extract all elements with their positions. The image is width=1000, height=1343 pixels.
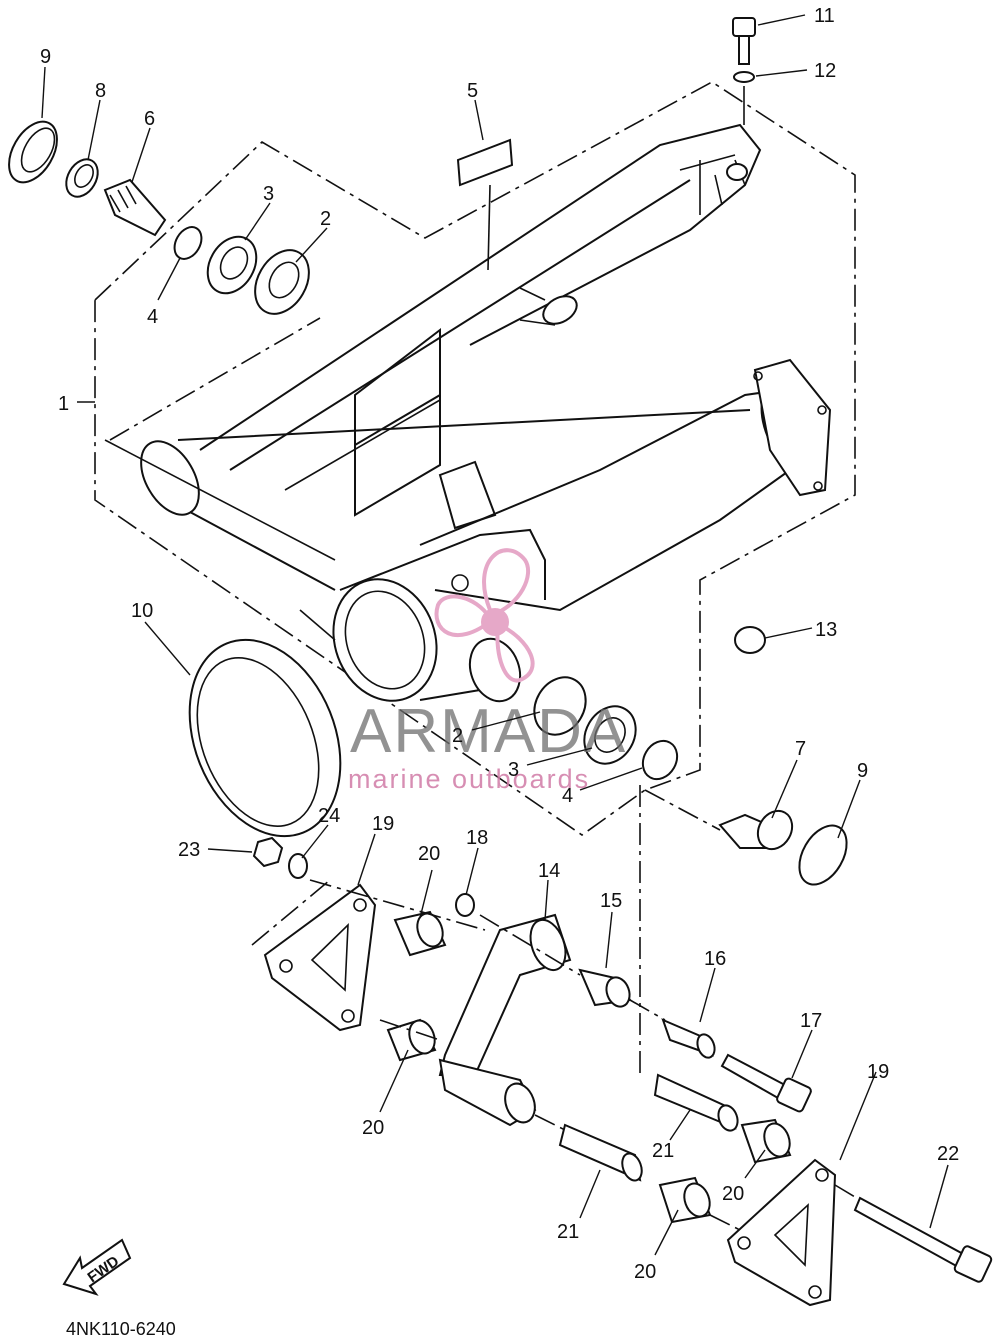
- callout-1: 1: [58, 393, 69, 415]
- callout-20: 20: [418, 843, 440, 865]
- callout-4: 4: [147, 306, 158, 328]
- part-10-ring: [188, 638, 342, 838]
- callout-6: 6: [144, 108, 155, 130]
- watermark-subtitle: marine outboards: [348, 764, 590, 794]
- swingarm: [104, 123, 832, 703]
- part-5-plate: [456, 138, 514, 271]
- callout-13: 13: [815, 619, 837, 641]
- propeller-logo: [434, 548, 535, 683]
- callout-22: 22: [937, 1143, 959, 1165]
- callout-18: 18: [466, 827, 488, 849]
- callout-5: 5: [467, 80, 478, 102]
- callout-2: 2: [452, 725, 463, 747]
- callout-14: 14: [538, 860, 560, 882]
- callout-24: 24: [318, 805, 340, 827]
- callout-9: 9: [857, 760, 868, 782]
- callout-19: 19: [372, 813, 394, 835]
- fwd-arrow: FWD: [62, 1238, 132, 1296]
- right-pivot-parts: [533, 676, 848, 886]
- assembly-boundary: [94, 81, 856, 836]
- callout-10: 10: [131, 600, 153, 622]
- callout-20: 20: [362, 1117, 384, 1139]
- callout-15: 15: [600, 890, 622, 912]
- callout-8: 8: [95, 80, 106, 102]
- callout-17: 17: [800, 1010, 822, 1032]
- callout-7: 7: [795, 738, 806, 760]
- callout-19: 19: [867, 1061, 889, 1083]
- callout-12: 12: [814, 60, 836, 82]
- part-13-cap: [734, 626, 766, 654]
- callout-4: 4: [562, 785, 573, 807]
- left-pivot-parts: [8, 120, 310, 315]
- watermark-title: ARMADA: [350, 697, 627, 766]
- leader-lines: [41, 14, 949, 1256]
- callout-11: 11: [814, 5, 835, 27]
- callout-3: 3: [263, 183, 274, 205]
- callout-labels: 1 2 2 3 3 4 4 5 6 7 8 9 9 10 11 12 13 14…: [40, 5, 959, 1283]
- linkage-parts: [251, 785, 993, 1307]
- callout-16: 16: [704, 948, 726, 970]
- callout-21: 21: [557, 1221, 579, 1243]
- callout-3: 3: [508, 759, 519, 781]
- callout-21: 21: [652, 1140, 674, 1162]
- armada-watermark: ARMADA marine outboards: [348, 548, 627, 794]
- callout-20: 20: [722, 1183, 744, 1205]
- callout-2: 2: [320, 208, 331, 230]
- part-11-12: [732, 17, 756, 125]
- diagram-code: 4NK110-6240: [66, 1319, 176, 1339]
- callout-20: 20: [634, 1261, 656, 1283]
- callout-23: 23: [178, 839, 200, 861]
- callout-9: 9: [40, 46, 51, 68]
